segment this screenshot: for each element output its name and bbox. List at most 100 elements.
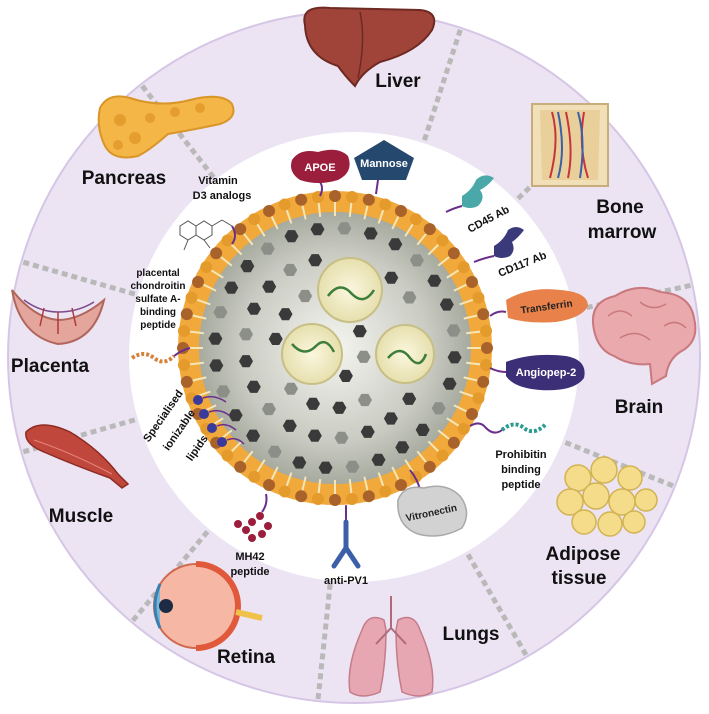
core-particle [268, 332, 283, 345]
core-particle [337, 222, 352, 235]
lipid-nanoparticle [177, 190, 493, 506]
lipid-tail [404, 459, 414, 473]
cd45-antibody-icon [445, 175, 494, 213]
lipid-tail [192, 314, 207, 320]
vitamin-d3-label-1: Vitamin [198, 175, 238, 187]
organ-label-lungs: Lungs [443, 624, 500, 645]
shell-bead [278, 485, 291, 498]
lipid-tail [437, 429, 450, 440]
shell-bead [346, 190, 359, 203]
placenta-icon [11, 289, 106, 346]
core-particle [427, 274, 442, 287]
shell-bead [423, 223, 436, 236]
lipid-tail [391, 466, 400, 480]
shell-bead [295, 193, 308, 206]
shell-bead [248, 470, 261, 483]
organ-label-adipose-1: Adipose [546, 544, 621, 565]
lipid-tail [416, 450, 427, 463]
shell-bead [447, 247, 460, 260]
shell-bead [477, 375, 490, 388]
lipid-tail [210, 269, 224, 279]
shell-bead [409, 213, 422, 226]
shell-bead [192, 276, 205, 289]
lipid-tail [270, 466, 279, 480]
organ-label-bone-marrow-2: marrow [588, 222, 657, 243]
organ-label-pancreas: Pancreas [82, 168, 167, 189]
core-particle [442, 377, 457, 390]
core-particle [246, 429, 261, 442]
shell-bead [472, 392, 485, 405]
lipid-tail [453, 404, 467, 413]
shell-bead [480, 359, 493, 372]
mh42-label-1: MH42 [235, 551, 264, 563]
shell-bead [481, 342, 493, 354]
core-particle [447, 351, 462, 364]
core-particle [261, 403, 276, 416]
lipid-tail [301, 205, 307, 220]
core-particle [439, 298, 454, 311]
shell-bead [480, 324, 493, 337]
organ-label-adipose-2: tissue [552, 568, 607, 589]
lipid-tail [256, 459, 266, 473]
shell-bead [185, 291, 198, 304]
shell-bead [423, 460, 436, 473]
shell-bead [248, 213, 261, 226]
lipid-tail [377, 472, 385, 487]
core-particle [278, 308, 293, 321]
lipid-tail [427, 244, 439, 256]
core-particle [383, 412, 398, 425]
placental-peptide-icon [130, 347, 191, 364]
lipid-tail [416, 233, 427, 246]
shell-bead [362, 193, 375, 206]
anti-pv1-antibody-icon [331, 505, 361, 569]
core-particle [384, 271, 399, 284]
lipid-tail [466, 330, 481, 335]
shell-bead [180, 375, 193, 388]
pancreas-icon [97, 95, 235, 159]
shell-bead [295, 490, 308, 503]
liver-icon [303, 6, 436, 88]
brain-icon [592, 286, 697, 386]
lipid-tail [317, 202, 322, 217]
shell-bead [278, 198, 291, 211]
shell-bead [263, 478, 276, 491]
shell-bead [180, 308, 193, 321]
core-particle [402, 291, 417, 304]
mannose-ligand: Mannose [354, 140, 414, 195]
placental-label-2: chondroitin [131, 281, 186, 292]
core-particle [224, 281, 239, 294]
placental-label-4: binding [140, 307, 176, 318]
core-particle [388, 238, 403, 251]
placental-label-5: peptide [140, 320, 176, 331]
shell-bead [436, 234, 449, 247]
shell-bead [394, 478, 407, 491]
shell-bead [200, 261, 213, 274]
core-particle [345, 460, 360, 473]
core-particle [446, 324, 461, 337]
shell-bead [234, 223, 247, 236]
core-particle [307, 429, 322, 442]
lipid-tail [453, 283, 467, 292]
core-particle [283, 263, 298, 276]
core-particle [240, 260, 255, 273]
lnp-core-particles [208, 222, 462, 474]
mh42-label-2: peptide [230, 566, 269, 578]
lipid-tail [463, 314, 478, 320]
shell-bead [447, 436, 460, 449]
shell-bead [221, 449, 234, 462]
lungs-icon [348, 596, 434, 697]
prohibitin-peptide-icon [469, 422, 548, 434]
lipid-tail [348, 202, 353, 217]
lipid-tail [285, 209, 293, 224]
lipid-tail [270, 216, 279, 230]
core-particle [371, 453, 386, 466]
organ-label-bone-marrow-1: Bone [596, 197, 644, 218]
core-particle [216, 385, 231, 398]
core-particle [356, 350, 371, 363]
lipid-tail [317, 479, 322, 494]
vitamin-d3-molecule-icon [179, 219, 236, 251]
shell-bead [210, 247, 223, 260]
core-particle [292, 456, 307, 469]
